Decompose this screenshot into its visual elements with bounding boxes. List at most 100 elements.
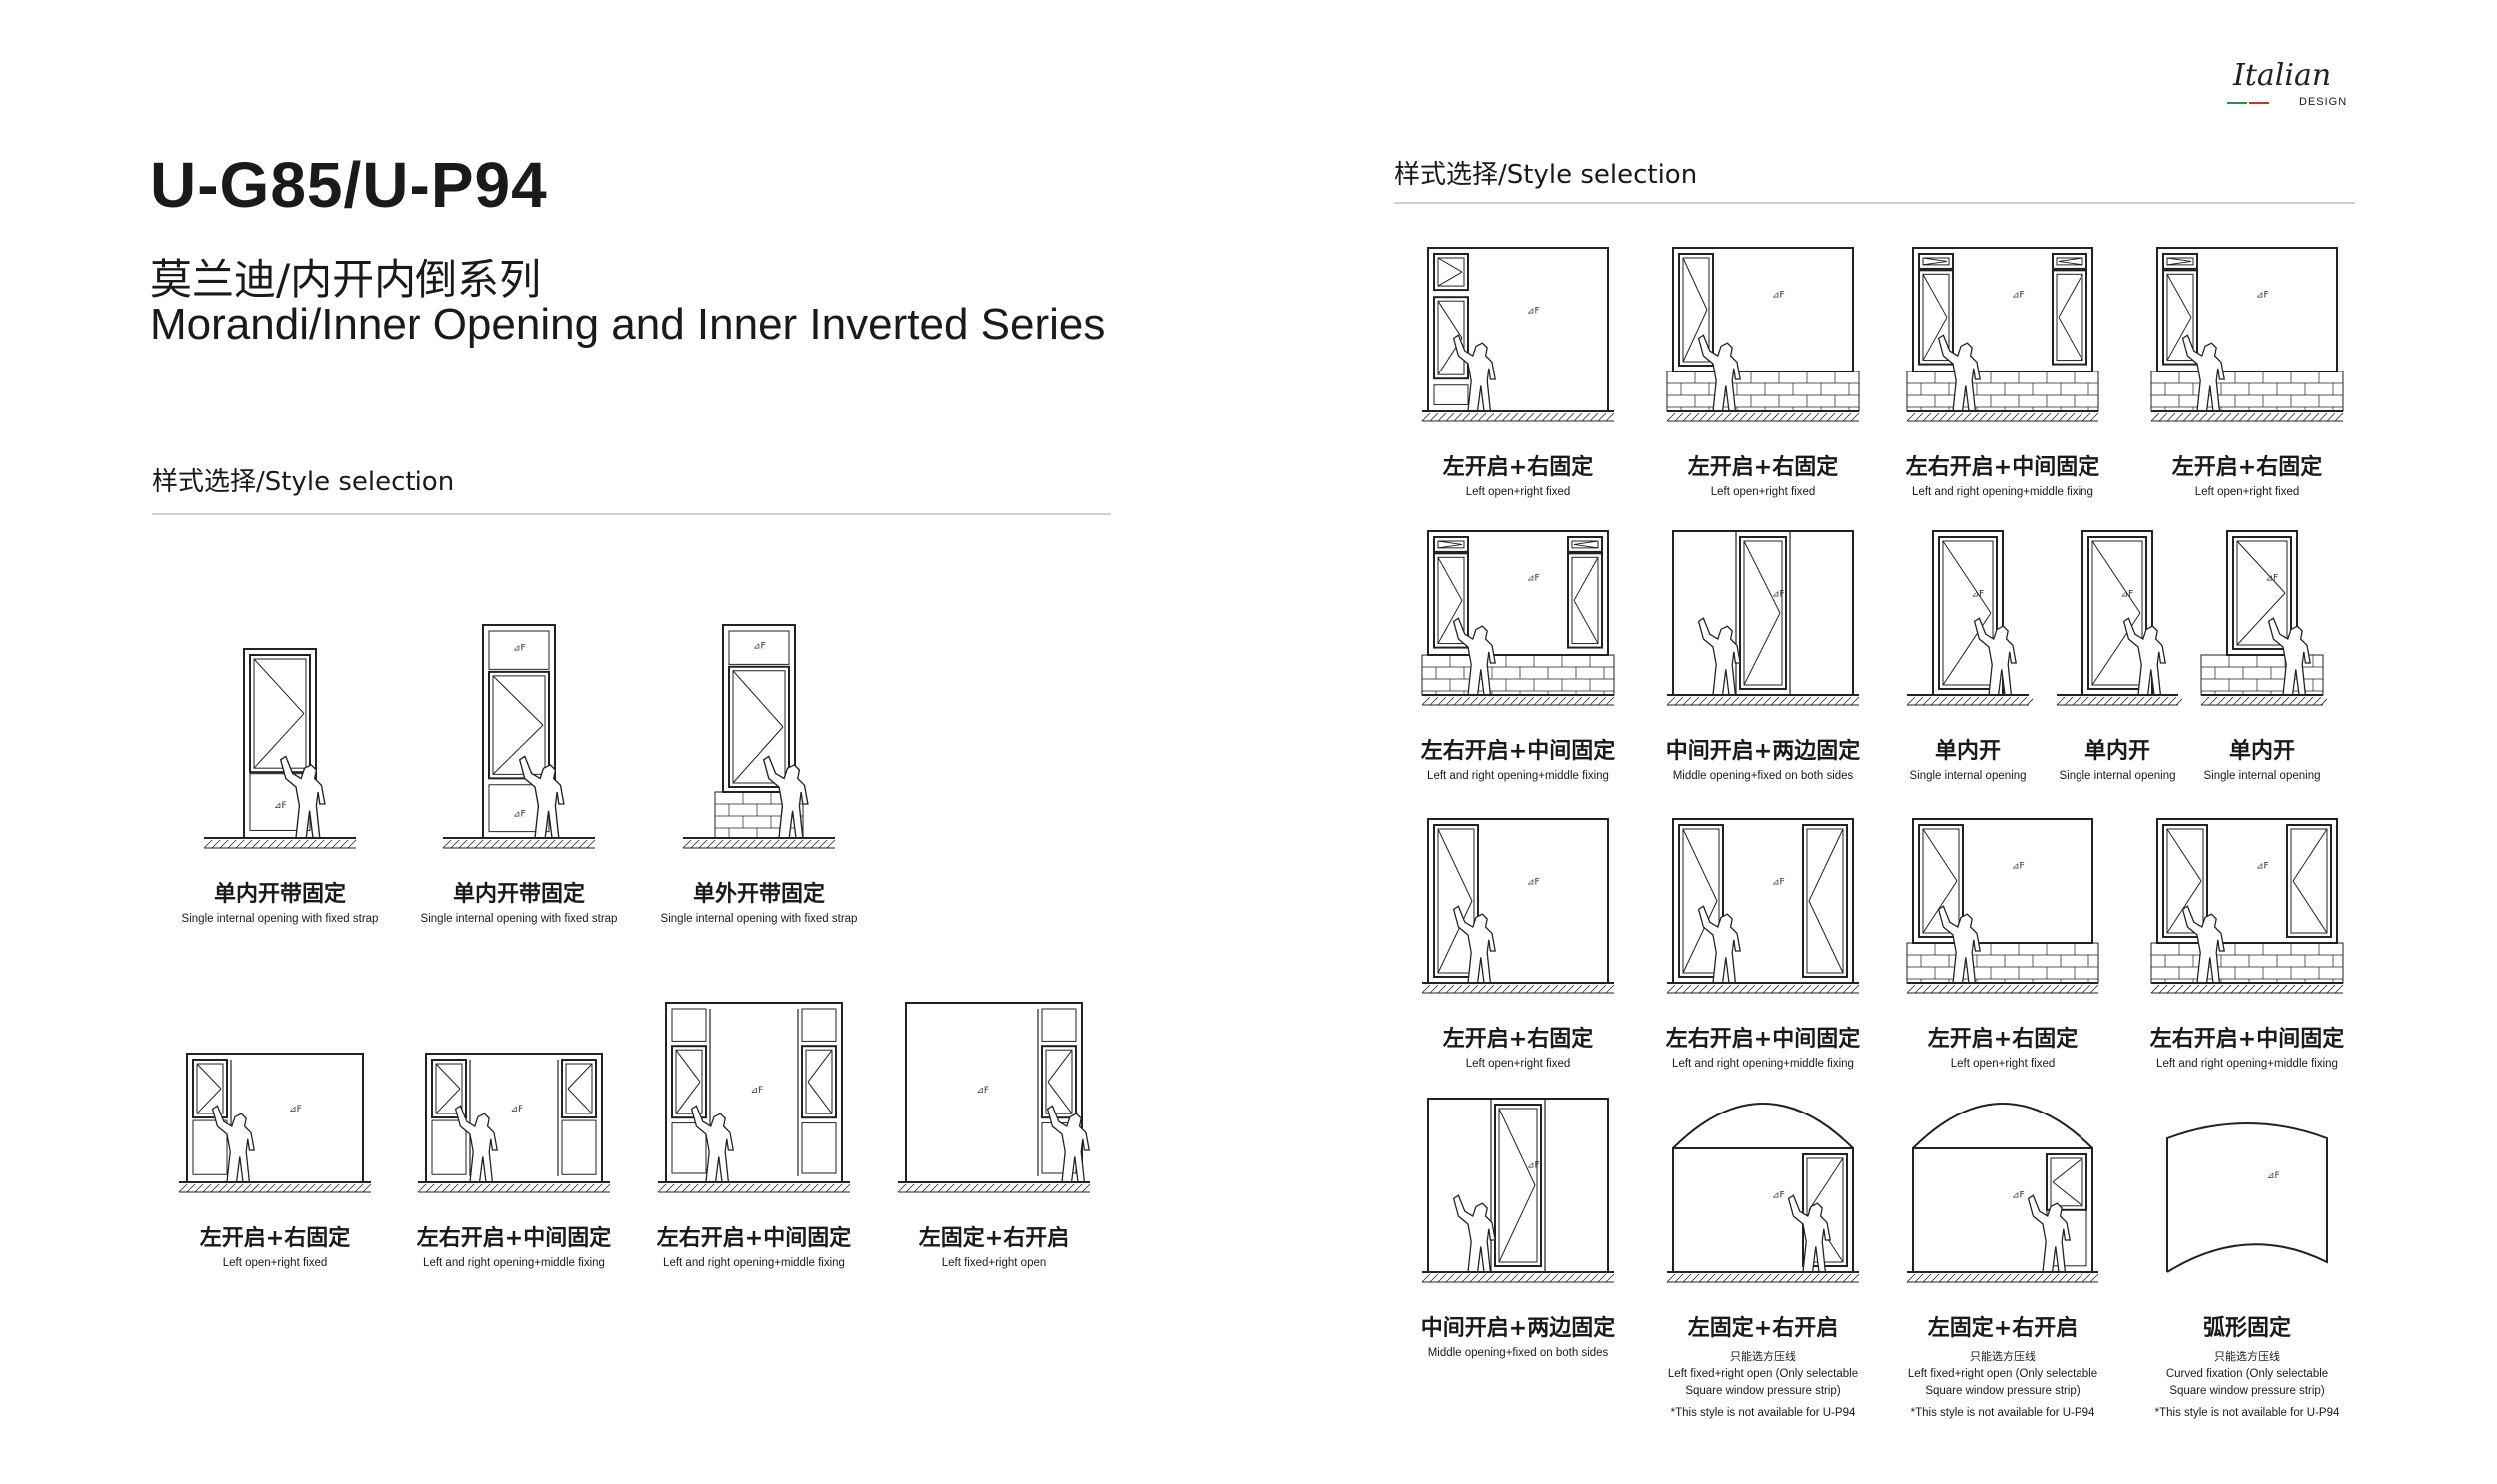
style-name-en: Single internal opening with fixed strap <box>181 913 379 925</box>
window-style-diagram: ⊿F <box>1421 247 1615 422</box>
person-figure-icon <box>1697 334 1741 412</box>
glass-mark-icon: ⊿F <box>1527 878 1540 888</box>
style-name-en: Middle opening+fixed on both sides <box>1427 1347 1609 1359</box>
floor-hatch <box>897 1181 1091 1193</box>
style-name-cn: 单内开 <box>2083 739 2150 764</box>
brick-wall-icon <box>2150 371 2344 412</box>
brick-wall-icon <box>2150 942 2344 984</box>
style-name-cn: 单内开 <box>2228 739 2295 764</box>
person-figure-icon <box>1697 617 1741 696</box>
style-name-cn: 左开启+右固定 <box>2171 455 2323 480</box>
floor-hatch <box>1666 1271 1860 1283</box>
person-figure-icon <box>1937 334 1981 412</box>
window-style-diagram: ⊿F <box>1421 818 1615 994</box>
floor-hatch <box>1666 694 1860 706</box>
glass-mark-icon: ⊿F <box>1527 574 1540 584</box>
style-name-en: Single internal opening <box>1909 770 2027 782</box>
floor-hatch <box>682 837 836 849</box>
style-note-en: Square window pressure strip) <box>2169 1385 2325 1397</box>
style-name-en: Left and right opening+middle fixing <box>423 1257 605 1269</box>
window-style-diagram: ⊿F <box>1906 818 2099 994</box>
glass-mark-icon: ⊿F <box>1772 590 1785 600</box>
style-name-en: Left and right opening+middle fixing <box>1912 486 2093 498</box>
style-name-cn: 左固定+右开启 <box>1687 1316 1839 1341</box>
brick-wall-icon <box>1666 371 1860 412</box>
style-note-cn: 只能选方压线 <box>2214 1350 2280 1363</box>
brick-wall-icon <box>1906 942 2099 984</box>
window-style-diagram: ⊿F <box>203 648 357 849</box>
glass-mark-icon: ⊿F <box>289 1105 302 1114</box>
glass-mark-icon: ⊿F <box>1527 307 1540 317</box>
window-style-diagram: ⊿F <box>1421 1098 1615 1283</box>
style-name-cn: 左开启+右固定 <box>1442 455 1594 480</box>
style-name-cn: 左右开启+中间固定 <box>1665 1027 1861 1052</box>
style-name-en: Left fixed+right open <box>941 1257 1047 1269</box>
style-note-cn: 只能选方压线 <box>1730 1350 1796 1363</box>
glass-mark-icon: ⊿F <box>976 1086 989 1096</box>
style-name-en: Left open+right fixed <box>222 1257 328 1269</box>
window-style-diagram: ⊿F <box>2166 1122 2328 1273</box>
style-name-en: Single internal opening with fixed strap <box>420 913 618 925</box>
style-name-en: Left open+right fixed <box>1465 1058 1571 1070</box>
floor-hatch <box>2200 694 2327 706</box>
window-style-diagram: ⊿F <box>682 624 836 849</box>
section-title-left: 样式选择/Style selection <box>152 467 455 497</box>
style-name-cn: 弧形固定 <box>2202 1316 2291 1341</box>
style-name-cn: 单内开带固定 <box>213 882 346 907</box>
style-name-cn: 左开启+右固定 <box>1442 1027 1594 1052</box>
person-figure-icon <box>1787 1194 1831 1273</box>
glass-mark-icon: ⊿F <box>510 1105 523 1114</box>
window-style-diagram: ⊿F <box>1666 247 1860 422</box>
style-name-en: Left open+right fixed <box>2194 486 2300 498</box>
glass-mark-icon: ⊿F <box>2256 291 2269 301</box>
person-figure-icon <box>2181 334 2225 412</box>
floor-hatch <box>1421 982 1615 994</box>
glass-mark-icon: ⊿F <box>2256 862 2269 872</box>
floor-hatch <box>1666 982 1860 994</box>
person-figure-icon <box>454 1105 498 1183</box>
style-name-en: Single internal opening with fixed strap <box>660 913 858 925</box>
glass-mark-icon: ⊿F <box>2012 862 2025 872</box>
section-divider-right <box>1394 202 2355 204</box>
brick-wall-icon <box>1421 654 1615 696</box>
floor-hatch <box>1666 410 1860 422</box>
glass-mark-icon: ⊿F <box>274 801 287 811</box>
style-name-cn: 单内开带固定 <box>452 882 585 907</box>
floor-hatch <box>442 837 596 849</box>
window-style-diagram: ⊿F <box>1906 530 2033 706</box>
window-style-diagram: ⊿F <box>417 1053 611 1193</box>
window-style-diagram: ⊿F <box>1421 530 1615 706</box>
style-card-right-10: ⊿F 左开启+右固定 Left open+right fixed <box>1388 809 1648 1070</box>
person-figure-icon <box>1452 1194 1496 1273</box>
style-note-cn: 只能选方压线 <box>1970 1350 2036 1363</box>
person-figure-icon <box>518 755 565 839</box>
glass-mark-icon: ⊿F <box>1772 291 1785 301</box>
window-style-diagram: ⊿F <box>1666 818 1860 994</box>
style-name-cn: 左右开启+中间固定 <box>656 1226 852 1251</box>
window-style-diagram: ⊿F <box>1906 247 2099 422</box>
style-name-en: Middle opening+fixed on both sides <box>1672 770 1854 782</box>
curved-frame <box>2166 1122 2328 1273</box>
style-name-cn: 左右开启+中间固定 <box>2149 1027 2345 1052</box>
style-name-cn: 左开启+右固定 <box>1927 1027 2079 1052</box>
floor-hatch <box>2056 694 2182 706</box>
window-style-diagram: ⊿F <box>2056 530 2182 706</box>
person-figure-icon <box>1452 617 1496 696</box>
person-figure-icon <box>1452 334 1496 412</box>
style-name-en: Single internal opening <box>2203 770 2321 782</box>
brand-script: Italian <box>2233 58 2332 93</box>
series-name-cn: 莫兰迪/内开内倒系列 <box>150 255 542 304</box>
glass-mark-icon: ⊿F <box>750 1086 763 1096</box>
floor-hatch <box>1906 982 2099 994</box>
